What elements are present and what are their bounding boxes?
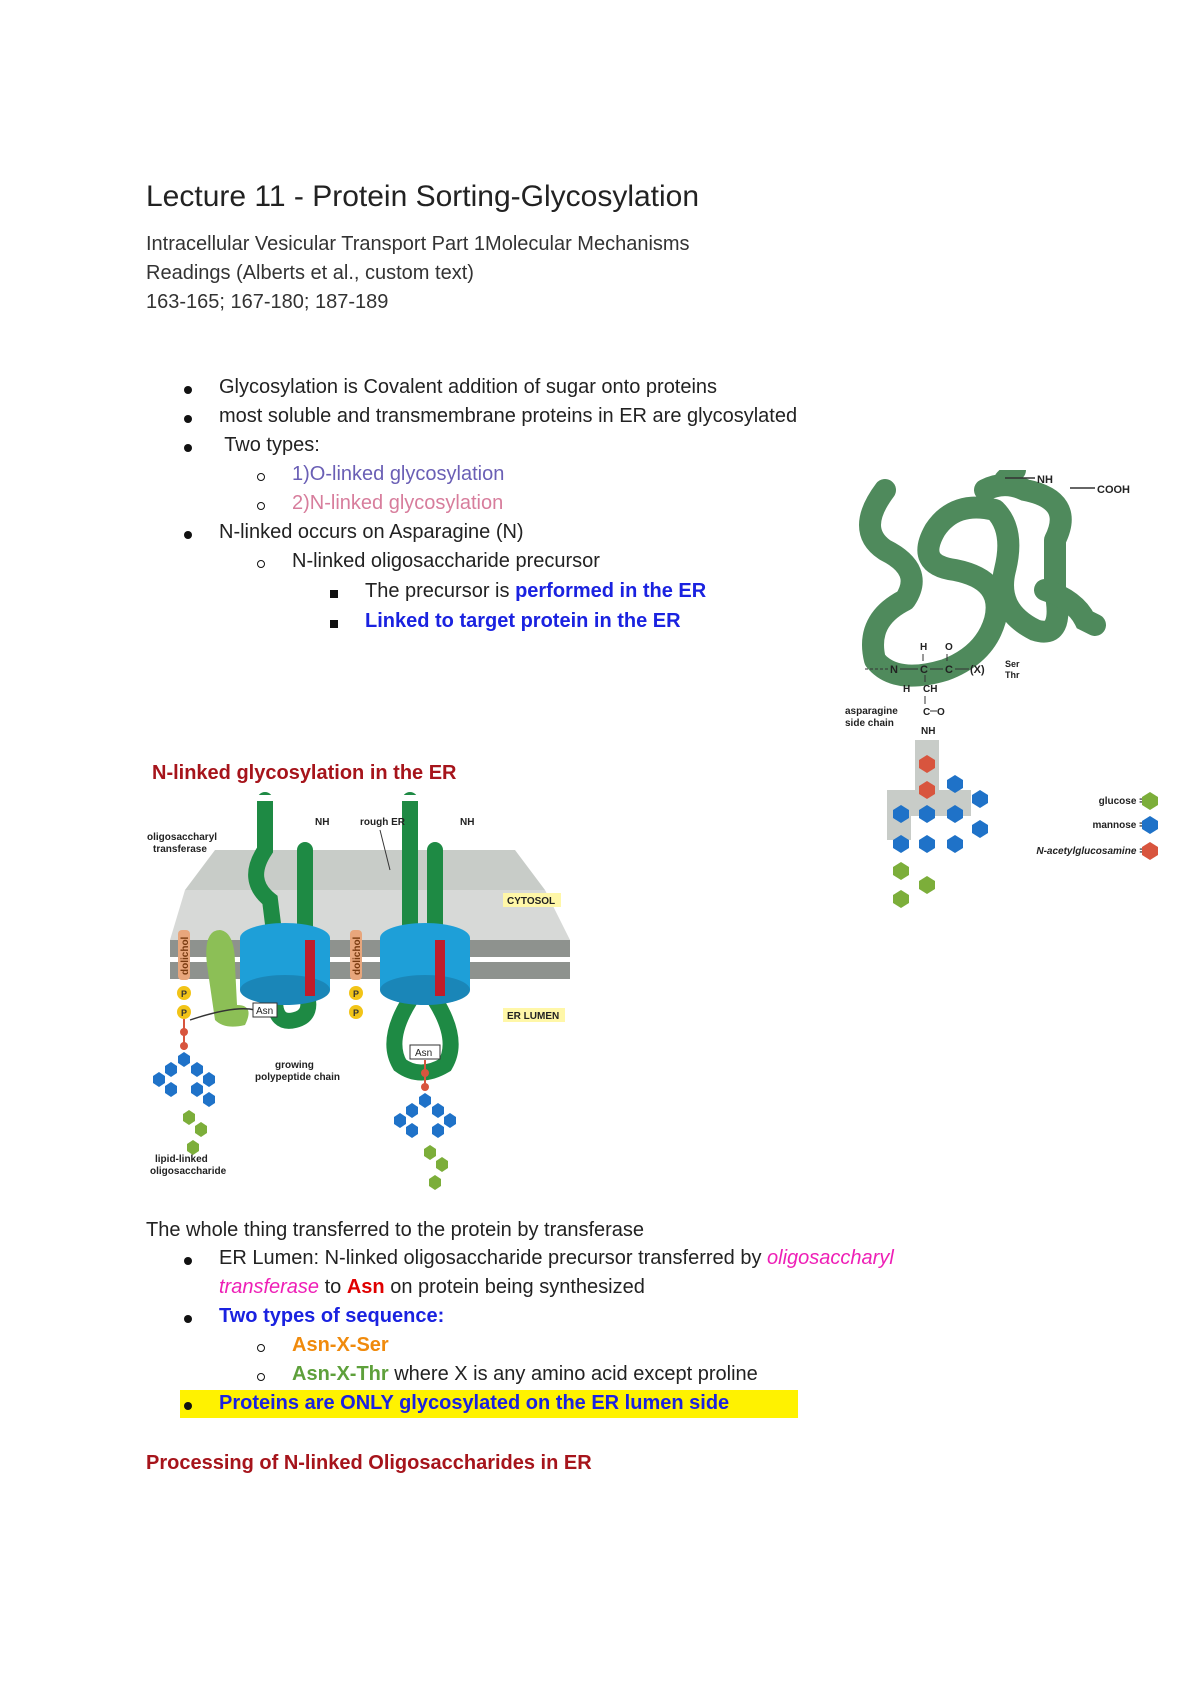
legend-glucose: glucose =: [1099, 796, 1146, 807]
label-transferase: oligosaccharyl: [147, 832, 217, 843]
svg-text:side chain: side chain: [845, 718, 894, 729]
svg-text:NH: NH: [921, 726, 935, 737]
highlight-bar: [180, 1390, 798, 1418]
section-heading-er: N-linked glycosylation in the ER: [152, 762, 457, 784]
svg-text:O: O: [937, 707, 945, 718]
svg-text:P: P: [181, 1008, 187, 1018]
subtitle-course: Intracellular Vesicular Transport Part 1…: [146, 233, 690, 255]
svg-text:CH: CH: [923, 684, 937, 695]
bullet-glycosylation-def: Glycosylation is Covalent addition of su…: [219, 376, 718, 398]
bullet-dot: [184, 1402, 192, 1410]
svg-text:polypeptide chain: polypeptide chain: [255, 1072, 340, 1083]
svg-text:O: O: [945, 642, 953, 653]
svg-text:C: C: [945, 664, 953, 676]
sequence-asn-x-thr: Asn-X-Thr where X is any amino acid exce…: [292, 1363, 758, 1385]
bullet-circle: [257, 473, 265, 481]
dolichol-label-2: dolichol: [352, 936, 363, 975]
bullet-dot: [184, 531, 192, 539]
bullet-dot: [184, 415, 192, 423]
bullet-er-lumen: ER Lumen: N-linked oligosaccharide precu…: [219, 1247, 894, 1269]
bullet-soluble-proteins: most soluble and transmembrane proteins …: [219, 405, 798, 427]
section-heading-processing: Processing of N-linked Oligosaccharides …: [146, 1452, 592, 1474]
label-rough-er: rough ER: [360, 817, 406, 828]
asn-label-1: Asn: [256, 1006, 273, 1017]
page-title: Lecture 11 - Protein Sorting-Glycosylati…: [146, 180, 700, 213]
svg-text:(X): (X): [970, 664, 985, 676]
folded-protein-chain: [859, 470, 1072, 687]
label-growing: growing: [275, 1060, 314, 1071]
svg-text:C: C: [920, 664, 928, 676]
bullet-dot: [184, 1315, 192, 1323]
oligosaccharide-cluster-1: [153, 1052, 215, 1107]
svg-text:C: C: [923, 707, 930, 718]
svg-text:oligosaccharide: oligosaccharide: [150, 1166, 227, 1177]
bullet-two-sequences: Two types of sequence:: [219, 1305, 445, 1327]
oligosaccharide-structure-figure: NH COOH H O N C C (X) Ser Thr H CH C O N…: [845, 470, 1158, 908]
label-cytosol: CYTOSOL: [507, 896, 555, 907]
label-nh2-top: NH: [1037, 474, 1053, 486]
bullet-circle: [257, 1373, 265, 1381]
svg-text:P: P: [353, 989, 359, 999]
er-glycosylation-figure: dolichol P P Asn Asn: [147, 792, 570, 1190]
bullet-er-lumen-cont: transferase to Asn on protein being synt…: [219, 1276, 645, 1298]
oligosaccharyl-transferase: [206, 930, 249, 1027]
bullet-o-linked: 1)O-linked glycosylation: [292, 463, 505, 485]
membrane-top: [185, 850, 545, 890]
svg-text:Ser: Ser: [1005, 659, 1020, 669]
subtitle-pages: 163-165; 167-180; 187-189: [146, 291, 389, 313]
svg-text:transferase: transferase: [153, 844, 207, 855]
label-asparagine: asparagine: [845, 706, 898, 717]
bullet-square: [330, 590, 338, 598]
sequence-asn-x-ser: Asn-X-Ser: [292, 1334, 389, 1356]
oligosaccharide-cluster-2: [394, 1093, 456, 1138]
glucose-residues: [893, 862, 935, 908]
bullet-n-linked: 2)N-linked glycosylation: [292, 492, 504, 514]
svg-text:Thr: Thr: [1005, 670, 1020, 680]
bullet-dot: [184, 1257, 192, 1265]
label-nh2-2: NH: [460, 817, 474, 828]
svg-text:H: H: [920, 642, 927, 653]
legend-nag: N-acetylglucosamine =: [1036, 846, 1145, 857]
mannose-residues: [893, 775, 988, 853]
dolichol-label-1: dolichol: [180, 936, 191, 975]
asn-label-2: Asn: [415, 1048, 432, 1059]
label-cooh: COOH: [1097, 484, 1130, 496]
legend-mannose: mannose =: [1092, 820, 1145, 831]
label-er-lumen: ER LUMEN: [507, 1011, 559, 1022]
bullet-square: [330, 620, 338, 628]
nag-residues: [919, 755, 935, 799]
bullet-circle: [257, 502, 265, 510]
bullet-two-types: Two types:: [219, 434, 320, 456]
bullet-dot: [184, 386, 192, 394]
subtitle-readings: Readings (Alberts et al., custom text): [146, 262, 474, 284]
bullet-er-lumen-only: Proteins are ONLY glycosylated on the ER…: [219, 1392, 730, 1414]
bullet-circle: [257, 1344, 265, 1352]
label-nh2-1: NH: [315, 817, 329, 828]
label-lipid-linked: lipid-linked: [155, 1154, 208, 1165]
transfer-text: The whole thing transferred to the prote…: [146, 1219, 645, 1241]
bullet-asparagine: N-linked occurs on Asparagine (N): [219, 521, 524, 543]
bullet-precursor-performed: The precursor is performed in the ER: [365, 580, 707, 602]
polypeptide-chain-1: [248, 792, 317, 1029]
svg-text:P: P: [181, 989, 187, 999]
svg-text:P: P: [353, 1008, 359, 1018]
bullet-circle: [257, 560, 265, 568]
svg-text:H: H: [903, 684, 910, 695]
bullet-dot: [184, 444, 192, 452]
svg-text:N: N: [890, 664, 898, 676]
bullet-precursor: N-linked oligosaccharide precursor: [292, 550, 600, 572]
bullet-linked-target: Linked to target protein in the ER: [365, 610, 681, 632]
